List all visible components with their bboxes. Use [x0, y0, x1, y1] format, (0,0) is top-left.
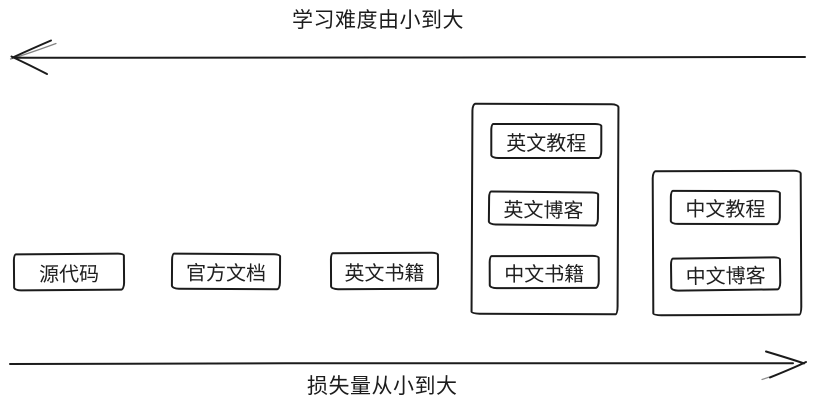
- resource-group-2: 中文教程 中文博客: [651, 169, 803, 317]
- box-label: 英文书籍: [344, 262, 425, 285]
- loss-arrow-right: [9, 350, 807, 381]
- box-source-code: 源代码: [12, 252, 126, 292]
- box-official-docs: 官方文档: [170, 252, 282, 291]
- box-label: 中文书籍: [504, 263, 585, 286]
- box-chinese-blogs: 中文博客: [669, 256, 782, 292]
- box-label: 英文教程: [506, 132, 587, 155]
- box-label: 中文教程: [685, 198, 766, 222]
- difficulty-axis-label: 学习难度由小到大: [292, 9, 464, 32]
- box-label: 源代码: [38, 263, 100, 286]
- box-label: 中文博客: [685, 265, 766, 288]
- box-chinese-books: 中文书籍: [488, 254, 600, 290]
- loss-axis-label: 损失量从小到大: [307, 375, 458, 398]
- difficulty-arrow-left: [9, 39, 806, 75]
- resource-group-1: 英文教程 英文博客 中文书籍: [470, 102, 620, 316]
- box-english-blogs: 英文博客: [487, 190, 600, 227]
- box-english-books: 英文书籍: [329, 251, 440, 291]
- box-label: 英文博客: [503, 199, 584, 223]
- box-english-tutorials: 英文教程: [490, 123, 603, 160]
- box-chinese-tutorials: 中文教程: [669, 189, 781, 226]
- box-label: 官方文档: [185, 262, 267, 286]
